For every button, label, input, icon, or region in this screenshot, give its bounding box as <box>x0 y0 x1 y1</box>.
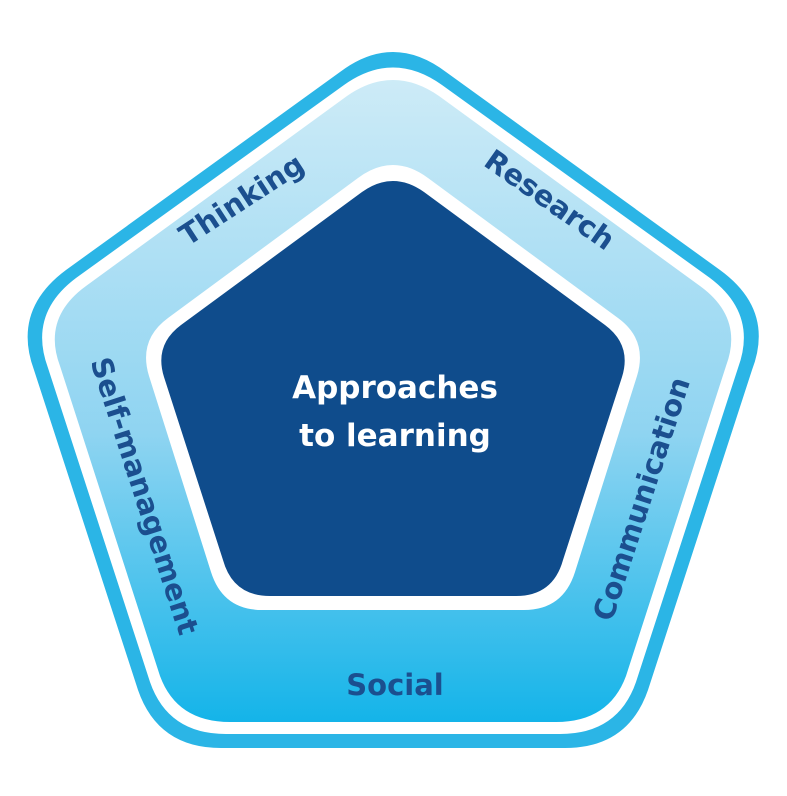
center-title-line-1: Approaches <box>292 370 498 406</box>
inner-pentagon <box>161 181 625 596</box>
skill-label-social: Social <box>346 668 443 702</box>
center-title-line-2: to learning <box>299 418 491 454</box>
